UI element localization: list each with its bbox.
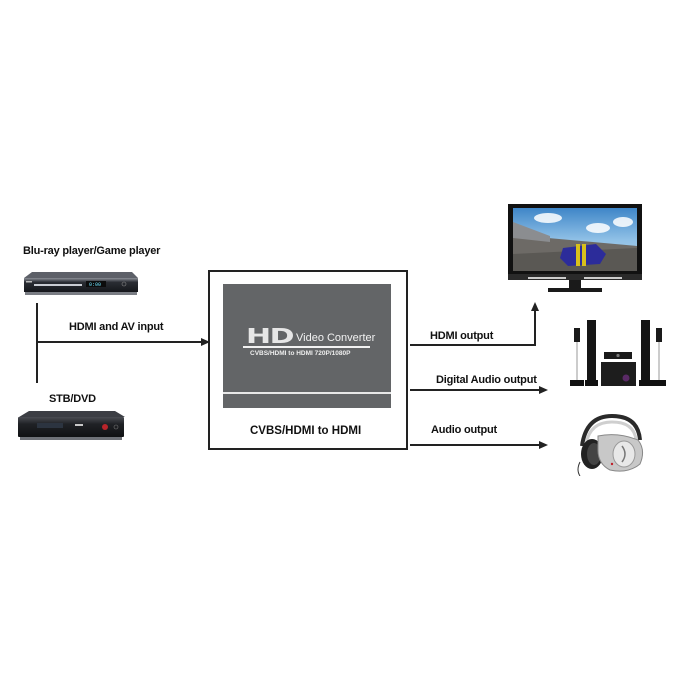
hd-logo: HD: [246, 324, 295, 348]
audio-output-line: [410, 444, 540, 446]
converter-caption: CVBS/HDMI to HDMI: [250, 425, 362, 437]
audio-arrow-icon: [539, 440, 548, 449]
digital-audio-arrow-icon: [539, 385, 548, 394]
converter-title-underline: [243, 346, 370, 348]
hdmi-output-label: HDMI output: [430, 330, 494, 342]
svg-text:0:00: 0:00: [89, 282, 101, 288]
tv-icon: [508, 204, 642, 292]
digital-audio-output-label: Digital Audio output: [436, 374, 537, 386]
converter-subtitle: CVBS/HDMI to HDMI 720P/1080P: [250, 350, 351, 357]
hdmi-output-arrow-icon: [530, 302, 539, 311]
home-theater-speakers-icon: [570, 320, 666, 386]
hdmi-output-line: [410, 344, 535, 346]
hdmi-output-riser-line: [534, 310, 536, 346]
bluray-player-icon: 0:00: [24, 272, 138, 295]
digital-audio-output-line: [410, 389, 540, 391]
stb-dvd-icon: [18, 411, 125, 440]
converter-panel-separator: [223, 392, 391, 394]
source-label-stb: STB/DVD: [49, 393, 96, 405]
source-bus-vertical-line: [36, 303, 38, 383]
source-label-bluray: Blu-ray player/Game player: [23, 245, 161, 257]
input-line: [36, 341, 202, 343]
converter-title: Video Converter: [296, 332, 376, 344]
input-arrow-icon: [201, 337, 210, 346]
input-connection-label: HDMI and AV input: [69, 321, 164, 333]
headphones-icon: [577, 413, 644, 476]
audio-output-label: Audio output: [431, 424, 498, 436]
